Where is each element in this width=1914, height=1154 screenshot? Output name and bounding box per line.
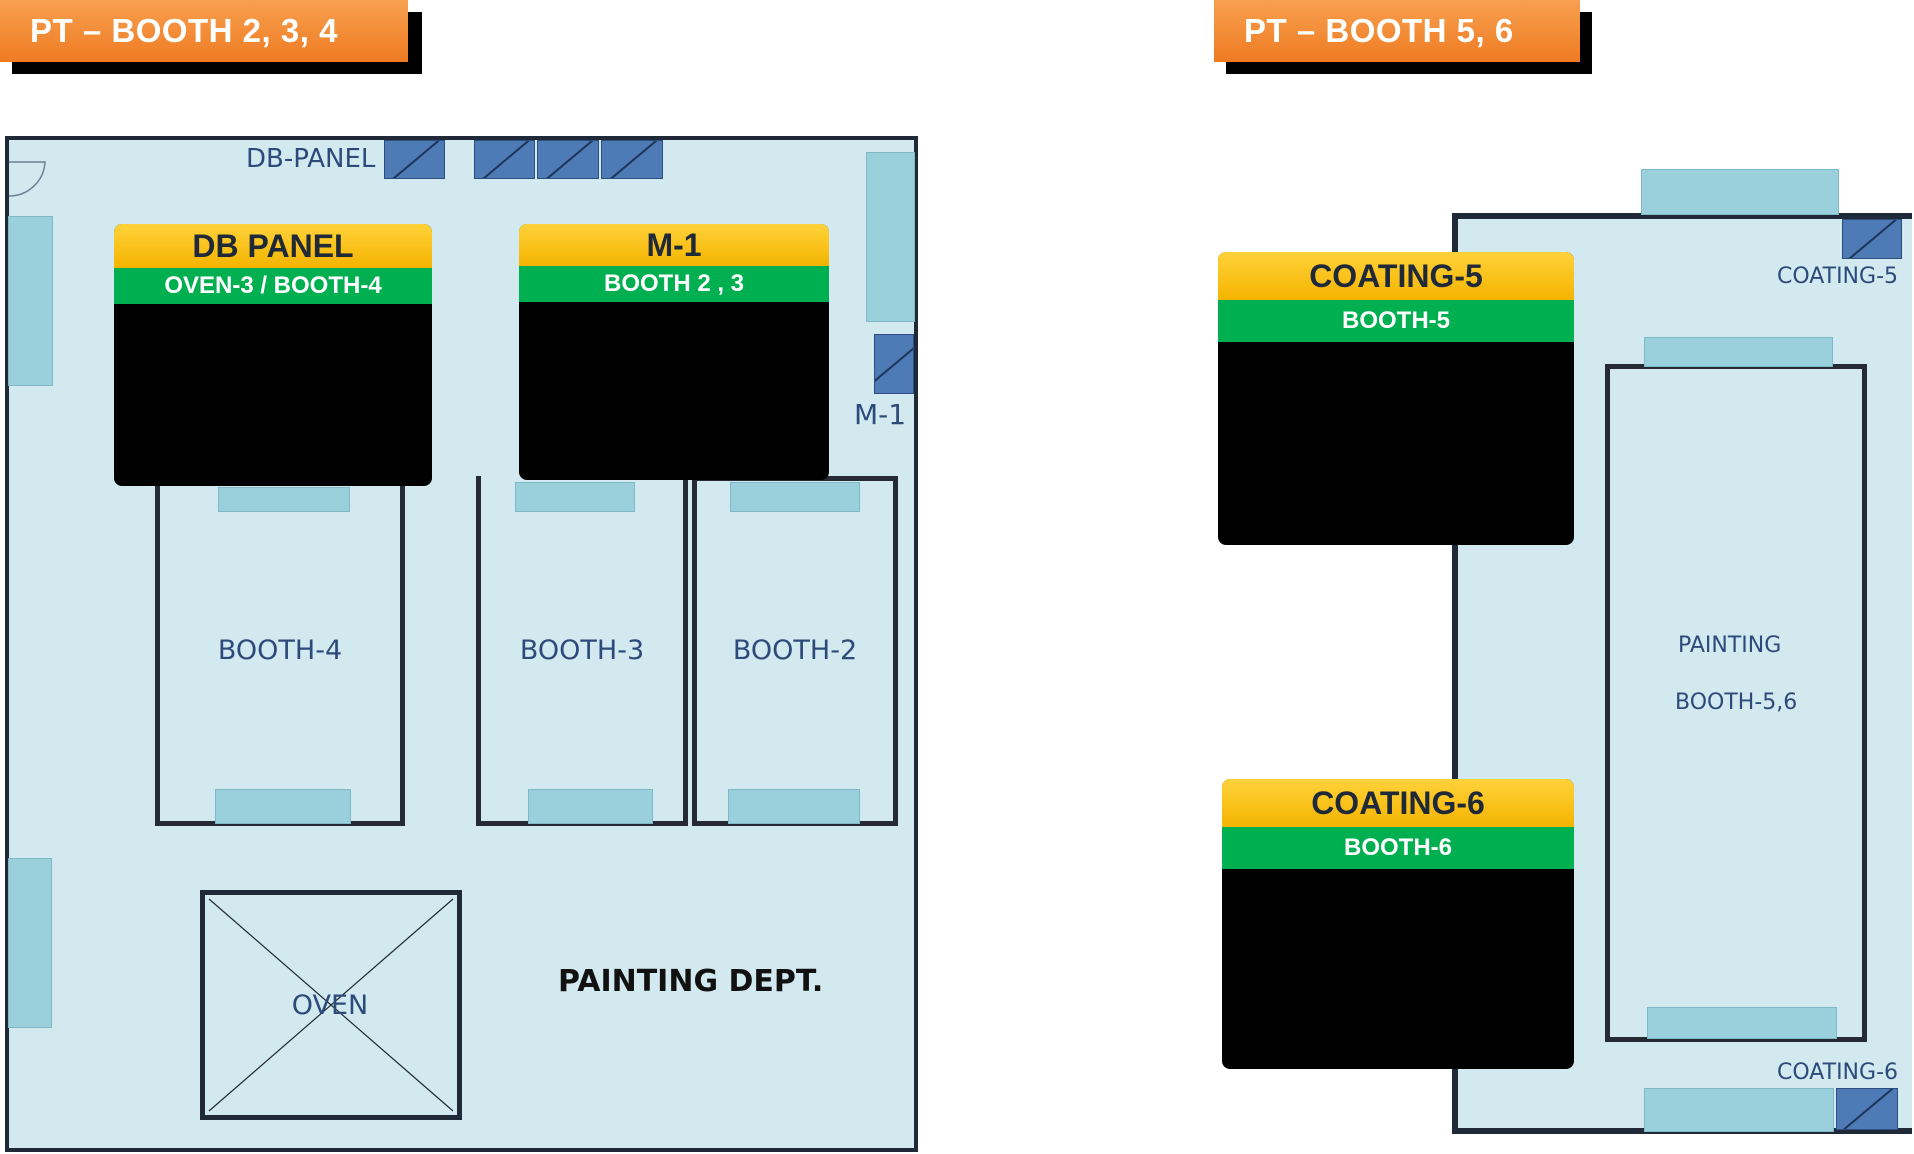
left-header: PT – BOOTH 2, 3, 4 <box>0 0 408 62</box>
oven <box>200 890 462 1120</box>
db-panel-card: DB PANEL OVEN-3 / BOOTH-4 <box>114 224 432 486</box>
oven-cross-icon <box>208 898 454 1112</box>
oven-label: OVEN <box>291 989 369 1021</box>
right-top-window <box>1641 169 1839 215</box>
painting-booth-window-bottom <box>1647 1007 1837 1039</box>
coating6-card: COATING-6 BOOTH-6 <box>1222 779 1574 1069</box>
booth-2-window-top <box>730 482 860 512</box>
painting-booth-window-top <box>1644 337 1833 367</box>
m1-label: M-1 <box>854 398 907 431</box>
coating6-label: COATING-6 <box>1777 1060 1898 1085</box>
booth-4-window-top <box>218 487 350 512</box>
coating5-panel-box <box>1842 219 1902 259</box>
db-panel-label: DB-PANEL <box>246 144 376 174</box>
left-wall-window-top <box>8 216 53 386</box>
booth-4-label: BOOTH-4 <box>217 634 343 666</box>
booth-3-window-bottom <box>528 789 653 824</box>
db-panel-card-subtitle: OVEN-3 / BOOTH-4 <box>114 268 432 304</box>
coating5-card: COATING-5 BOOTH-5 <box>1218 252 1574 545</box>
booth-2-label: BOOTH-2 <box>732 634 858 666</box>
db-panel-card-title: DB PANEL <box>114 224 432 268</box>
right-wall-window <box>866 152 915 322</box>
m1-card-subtitle: BOOTH 2 , 3 <box>519 266 829 302</box>
booth-4-window-bottom <box>215 789 351 824</box>
coating6-card-subtitle: BOOTH-6 <box>1222 827 1574 869</box>
painting-dept-label: PAINTING DEPT. <box>558 964 824 999</box>
coating5-card-subtitle: BOOTH-5 <box>1218 300 1574 342</box>
painting-label-line2: BOOTH-5,6 <box>1675 690 1798 715</box>
m1-card: M-1 BOOTH 2 , 3 <box>519 224 829 480</box>
booth-3-window-top <box>515 482 635 512</box>
db-panel-box-1 <box>384 140 445 179</box>
coating5-card-title: COATING-5 <box>1218 252 1574 300</box>
db-panel-box-3 <box>537 140 599 179</box>
right-bottom-window <box>1644 1088 1834 1132</box>
m1-panel-box <box>874 334 914 394</box>
left-wall-window-bottom <box>8 858 52 1028</box>
right-header: PT – BOOTH 5, 6 <box>1214 0 1580 62</box>
coating5-label: COATING-5 <box>1777 264 1898 289</box>
door-icon <box>9 161 46 197</box>
booth-3-label: BOOTH-3 <box>519 634 645 666</box>
db-panel-box-4 <box>601 140 663 179</box>
booth-2-window-bottom <box>728 789 860 824</box>
painting-label-line1: PAINTING <box>1678 633 1782 658</box>
coating6-card-title: COATING-6 <box>1222 779 1574 827</box>
db-panel-box-2 <box>474 140 535 179</box>
coating6-panel-box <box>1836 1088 1898 1130</box>
m1-card-title: M-1 <box>519 224 829 266</box>
